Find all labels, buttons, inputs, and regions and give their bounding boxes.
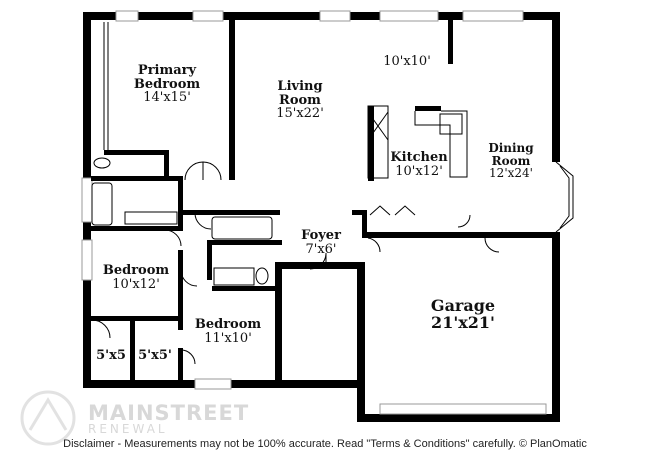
bedroom-left-name: Bedroom — [102, 263, 170, 278]
bedroom-left-size: 10'x12' — [112, 276, 160, 292]
kitchen-size: 10'x12' — [395, 163, 443, 179]
bath-fixtures — [91, 157, 273, 286]
primary-bedroom-name-1: Primary — [137, 63, 197, 78]
disclaimer-text: Disclaimer - Measurements may not be 100… — [63, 438, 587, 450]
logo-mark — [20, 390, 76, 446]
kitchen-fixtures — [367, 105, 468, 179]
dining-room-name-1: Dining — [488, 141, 534, 155]
closet-2-size: 5'x5' — [138, 348, 172, 363]
living-room-size: 15'x22' — [276, 106, 324, 122]
primary-bedroom-size: 14'x15' — [143, 90, 191, 106]
bay-window — [555, 161, 574, 233]
living-room-name-2: Room — [279, 92, 321, 108]
top-area-size: 10'x10' — [383, 54, 431, 69]
bedroom-bottom-label: Bedroom 11'x10' — [195, 318, 261, 345]
foyer-label: Foyer 7'x6' — [301, 229, 341, 256]
closet-1-size: 5'x5 — [96, 348, 126, 363]
garage-label: Garage 21'x21' — [430, 296, 496, 332]
foyer-name: Foyer — [301, 228, 341, 243]
bedroom-bottom-name: Bedroom — [194, 317, 262, 332]
dining-room-size: 12'x24' — [489, 166, 533, 181]
watermark-logo: MAINSTREET RENEWAL — [88, 401, 250, 436]
door-swings — [91, 161, 500, 365]
dining-room-label: Dining Room 12'x24' — [488, 142, 533, 180]
logo-line-1: MAINSTREET — [88, 401, 250, 425]
primary-bedroom-label: Primary Bedroom 14'x15' — [134, 64, 200, 105]
logo-line-2: RENEWAL — [88, 421, 168, 436]
kitchen-name: Kitchen — [390, 150, 448, 165]
kitchen-label: Kitchen 10'x12' — [390, 151, 447, 178]
living-room-name-1: Living — [277, 79, 323, 94]
dining-room-name-2: Room — [491, 153, 531, 168]
garage-name: Garage — [430, 296, 496, 315]
living-room-label: Living Room 15'x22' — [276, 80, 324, 121]
interior-walls — [91, 16, 453, 386]
bedroom-bottom-size: 11'x10' — [204, 330, 252, 346]
bedroom-left-label: Bedroom 10'x12' — [103, 264, 169, 291]
closet-doors — [103, 22, 109, 150]
primary-bedroom-name-2: Bedroom — [133, 76, 201, 92]
foyer-size: 7'x6' — [305, 241, 337, 257]
garage-size: 21'x21' — [431, 312, 495, 332]
